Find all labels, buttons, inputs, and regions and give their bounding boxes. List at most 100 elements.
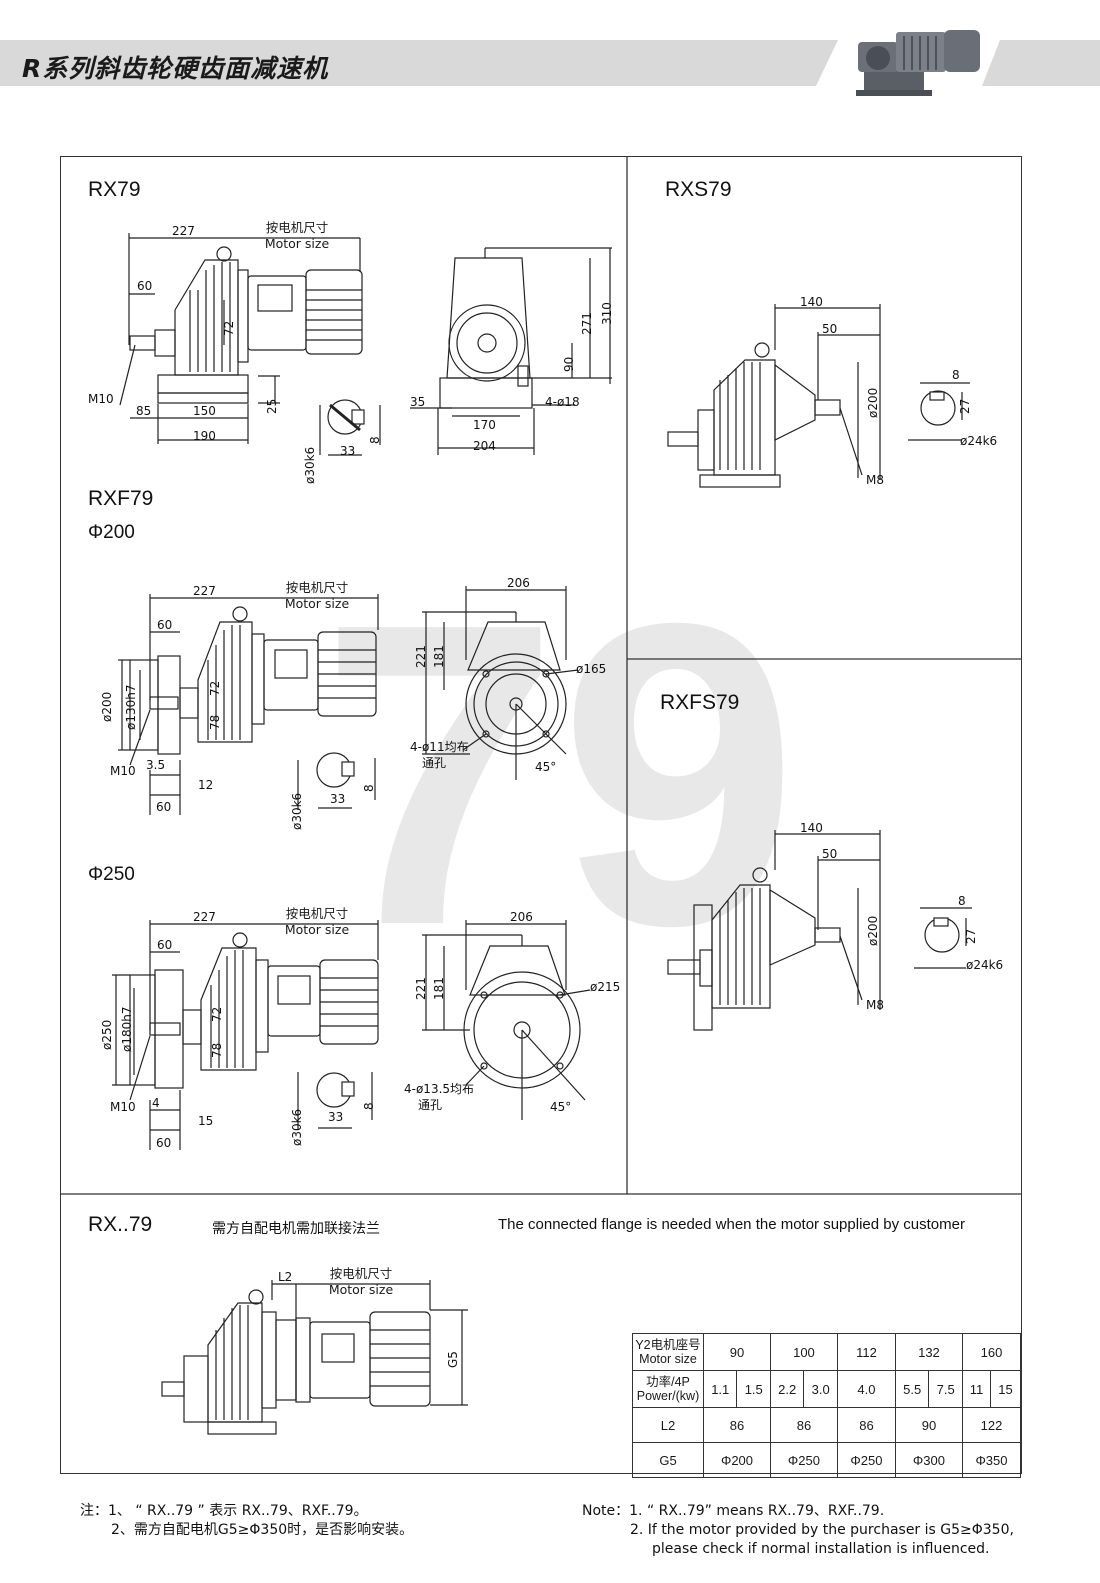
notes-cn-title: 注： bbox=[80, 1503, 108, 1519]
table-cell: 7.5 bbox=[928, 1370, 963, 1408]
dim-50: 50 bbox=[822, 322, 838, 336]
rxfs79-label: RXFS79 bbox=[660, 691, 740, 714]
dim-4: 4 bbox=[152, 1096, 160, 1110]
dim-227: 227 bbox=[193, 910, 216, 924]
motor-size-en: Motor size bbox=[284, 596, 350, 611]
dim-227: 227 bbox=[193, 584, 216, 598]
motor-size-cn: 按电机尺寸 bbox=[329, 1266, 393, 1281]
dim-8: 8 bbox=[958, 894, 966, 908]
dim-thru: 通孔 bbox=[418, 1098, 443, 1112]
row-label: Y2电机座号 Motor size bbox=[632, 1333, 704, 1371]
watermark-79: 79 bbox=[320, 535, 799, 1015]
dim-m8: M8 bbox=[866, 998, 884, 1012]
gear-reducer-product-image bbox=[856, 30, 980, 96]
rxf79-phi250-label: Φ250 bbox=[88, 864, 135, 885]
rx-dot79-note-cn: 需方自配电机需加联接法兰 bbox=[212, 1221, 380, 1237]
table-cell: 100 bbox=[769, 1333, 838, 1371]
dim-holes: 4-ø11均布 bbox=[410, 740, 469, 754]
table-cell: 122 bbox=[961, 1407, 1022, 1443]
table-row-motor-size: Y2电机座号 Motor size 90 100 112 132 160 bbox=[632, 1333, 1022, 1371]
table-cell: 5.5 bbox=[894, 1370, 930, 1408]
dim-thru: 通孔 bbox=[422, 756, 447, 770]
dim-3-5: 3.5 bbox=[146, 758, 166, 772]
dim-l2: L2 bbox=[278, 1270, 293, 1284]
table-cell: 15 bbox=[989, 1370, 1022, 1408]
dim-140: 140 bbox=[800, 821, 823, 835]
motor-size-en: Motor size bbox=[284, 922, 350, 937]
dim-shaft: ø24k6 bbox=[960, 434, 998, 448]
table-cell: 90 bbox=[703, 1333, 771, 1371]
row-label: G5 bbox=[632, 1442, 704, 1478]
notes-cn: 注：1、 “ RX..79 ” 表示 RX..79、RXF..79。 2、需方自… bbox=[80, 1502, 413, 1540]
row-label: 功率/4P Power/(kw) bbox=[632, 1370, 704, 1408]
dim-m10: M10 bbox=[88, 392, 114, 406]
dim-60: 60 bbox=[157, 618, 173, 632]
dim-204: 204 bbox=[473, 439, 496, 453]
table-cell: Φ200 bbox=[703, 1442, 771, 1478]
dim-85: 85 bbox=[136, 404, 152, 418]
motor-size-cn: 按电机尺寸 bbox=[285, 580, 349, 595]
dim-m8: M8 bbox=[866, 473, 884, 487]
motor-size-en: Motor size bbox=[264, 236, 330, 251]
dim-140: 140 bbox=[800, 295, 823, 309]
dim-g5: G5 bbox=[446, 1351, 460, 1368]
dim-holes: 4-ø13.5均布 bbox=[404, 1082, 475, 1096]
dim-170: 170 bbox=[473, 418, 496, 432]
dim-60-b: 60 bbox=[156, 800, 172, 814]
dim-190: 190 bbox=[193, 429, 216, 443]
rxf79-label: RXF79 bbox=[88, 487, 154, 510]
rxs79-label: RXS79 bbox=[665, 178, 732, 201]
dim-15: 15 bbox=[198, 1114, 214, 1128]
table-cell: Φ250 bbox=[769, 1442, 838, 1478]
table-cell: 160 bbox=[961, 1333, 1022, 1371]
table-cell: 2.2 bbox=[769, 1370, 805, 1408]
notes-en-title: Note： bbox=[582, 1503, 630, 1519]
rxf79-phi200-label: Φ200 bbox=[88, 522, 135, 543]
dim-33: 33 bbox=[340, 444, 356, 458]
table-row-g5: G5 Φ200 Φ250 Φ250 Φ300 Φ350 bbox=[632, 1442, 1022, 1478]
table-cell: Φ300 bbox=[894, 1442, 963, 1478]
dim-35: 35 bbox=[410, 395, 426, 409]
rx79-motor-size-caption: 按电机尺寸 Motor size bbox=[252, 220, 342, 252]
dim-206: 206 bbox=[510, 910, 533, 924]
dim-33: 33 bbox=[328, 1110, 344, 1124]
dim-angle: 45° bbox=[550, 1100, 572, 1114]
table-cell: 112 bbox=[836, 1333, 896, 1371]
notes-en: Note：1. “ RX..79” means RX..79、RXF..79. … bbox=[582, 1502, 1014, 1559]
table-cell: Φ250 bbox=[836, 1442, 896, 1478]
table-cell: 1.1 bbox=[702, 1370, 738, 1408]
dim-50: 50 bbox=[822, 847, 838, 861]
table-cell: 3.0 bbox=[803, 1370, 838, 1408]
notes-en-3: please check if normal installation is i… bbox=[652, 1541, 990, 1557]
dim-60-b: 60 bbox=[156, 1136, 172, 1150]
notes-en-2: 2. If the motor provided by the purchase… bbox=[630, 1522, 1014, 1538]
dim-angle: 45° bbox=[535, 760, 557, 774]
dim-8: 8 bbox=[952, 368, 960, 382]
page-title: R系列斜齿轮硬齿面减速机 bbox=[22, 54, 329, 83]
motor-size-cn: 按电机尺寸 bbox=[265, 220, 329, 235]
rx-dot79-motor-size-caption: 按电机尺寸 Motor size bbox=[316, 1266, 406, 1298]
dim-60: 60 bbox=[157, 938, 173, 952]
dim-227: 227 bbox=[172, 224, 195, 238]
table-cell: 4.0 bbox=[836, 1370, 896, 1408]
table-cell: 86 bbox=[703, 1407, 771, 1443]
table-row-power: 功率/4P Power/(kw) 1.1 1.5 2.2 3.0 4.0 5.5… bbox=[632, 1370, 1022, 1408]
table-cell: 86 bbox=[836, 1407, 896, 1443]
dim-12: 12 bbox=[198, 778, 214, 792]
notes-cn-1: 1、 “ RX..79 ” 表示 RX..79、RXF..79。 bbox=[108, 1503, 368, 1519]
table-cell: 11 bbox=[961, 1370, 991, 1408]
motor-size-cn: 按电机尺寸 bbox=[285, 906, 349, 921]
drawing-frame bbox=[60, 156, 1022, 1474]
dim-m10: M10 bbox=[110, 1100, 136, 1114]
table-cell: 90 bbox=[894, 1407, 963, 1443]
table-cell: 1.5 bbox=[736, 1370, 771, 1408]
notes-cn-2: 2、需方自配电机G5≥Φ350时，是否影响安装。 bbox=[111, 1522, 414, 1538]
